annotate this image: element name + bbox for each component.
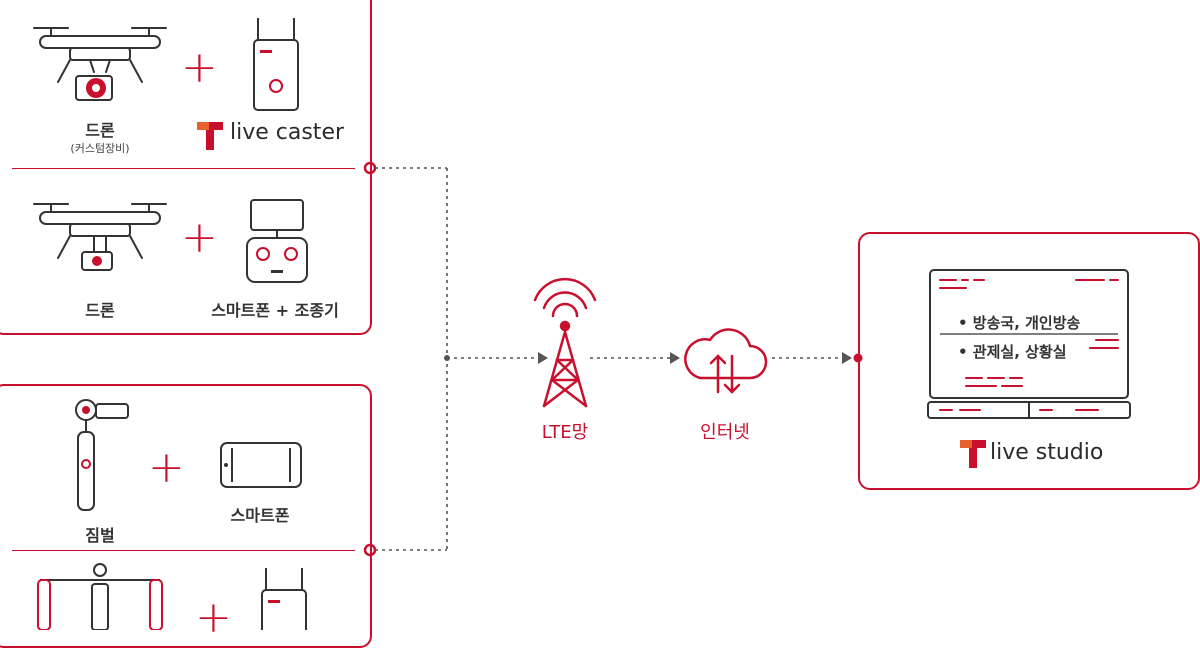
drone-label-1: 드론 — [85, 121, 115, 140]
drone-label-2: 드론 — [85, 301, 115, 320]
tmap-logo-icon — [960, 440, 986, 468]
monitor-icon — [927, 269, 1131, 419]
smartphone-label: 스마트폰 — [230, 506, 290, 525]
live-studio-brand: live studio — [990, 440, 1104, 465]
drone-camera-icon — [33, 27, 167, 101]
smartphone-controller-label: 스마트폰 + 조종기 — [211, 301, 339, 320]
plus-icon: + — [181, 42, 218, 93]
tmap-logo-icon — [197, 122, 223, 150]
group-2-divider — [12, 550, 355, 551]
drone-icon — [33, 203, 167, 271]
smartphone-controller-icon — [246, 199, 308, 283]
lte-tower-icon — [533, 277, 597, 408]
device-group-1-box — [0, 0, 372, 335]
lte-router-icon — [261, 568, 307, 630]
plus-icon: + — [148, 442, 185, 493]
group-1-divider — [12, 168, 355, 169]
gimbal-icon — [75, 399, 129, 511]
lte-router-icon — [253, 18, 299, 111]
cloud-icon — [684, 328, 768, 394]
plus-icon: + — [195, 592, 232, 643]
lte-label: LTE망 — [541, 422, 589, 443]
plus-icon: + — [181, 212, 218, 263]
gimbal-label: 짐벌 — [85, 526, 115, 545]
screen-item-broadcast: • 방송국, 개인방송 — [958, 314, 1081, 332]
live-studio-box — [858, 232, 1200, 490]
internet-label: 인터넷 — [700, 422, 750, 443]
drone-sub-label: (커스텀장비) — [70, 142, 130, 155]
live-caster-brand: live caster — [230, 120, 345, 145]
screen-item-control: • 관제실, 상황실 — [958, 343, 1067, 361]
handheld-gimbal-icon — [37, 563, 163, 630]
smartphone-icon — [220, 442, 302, 488]
